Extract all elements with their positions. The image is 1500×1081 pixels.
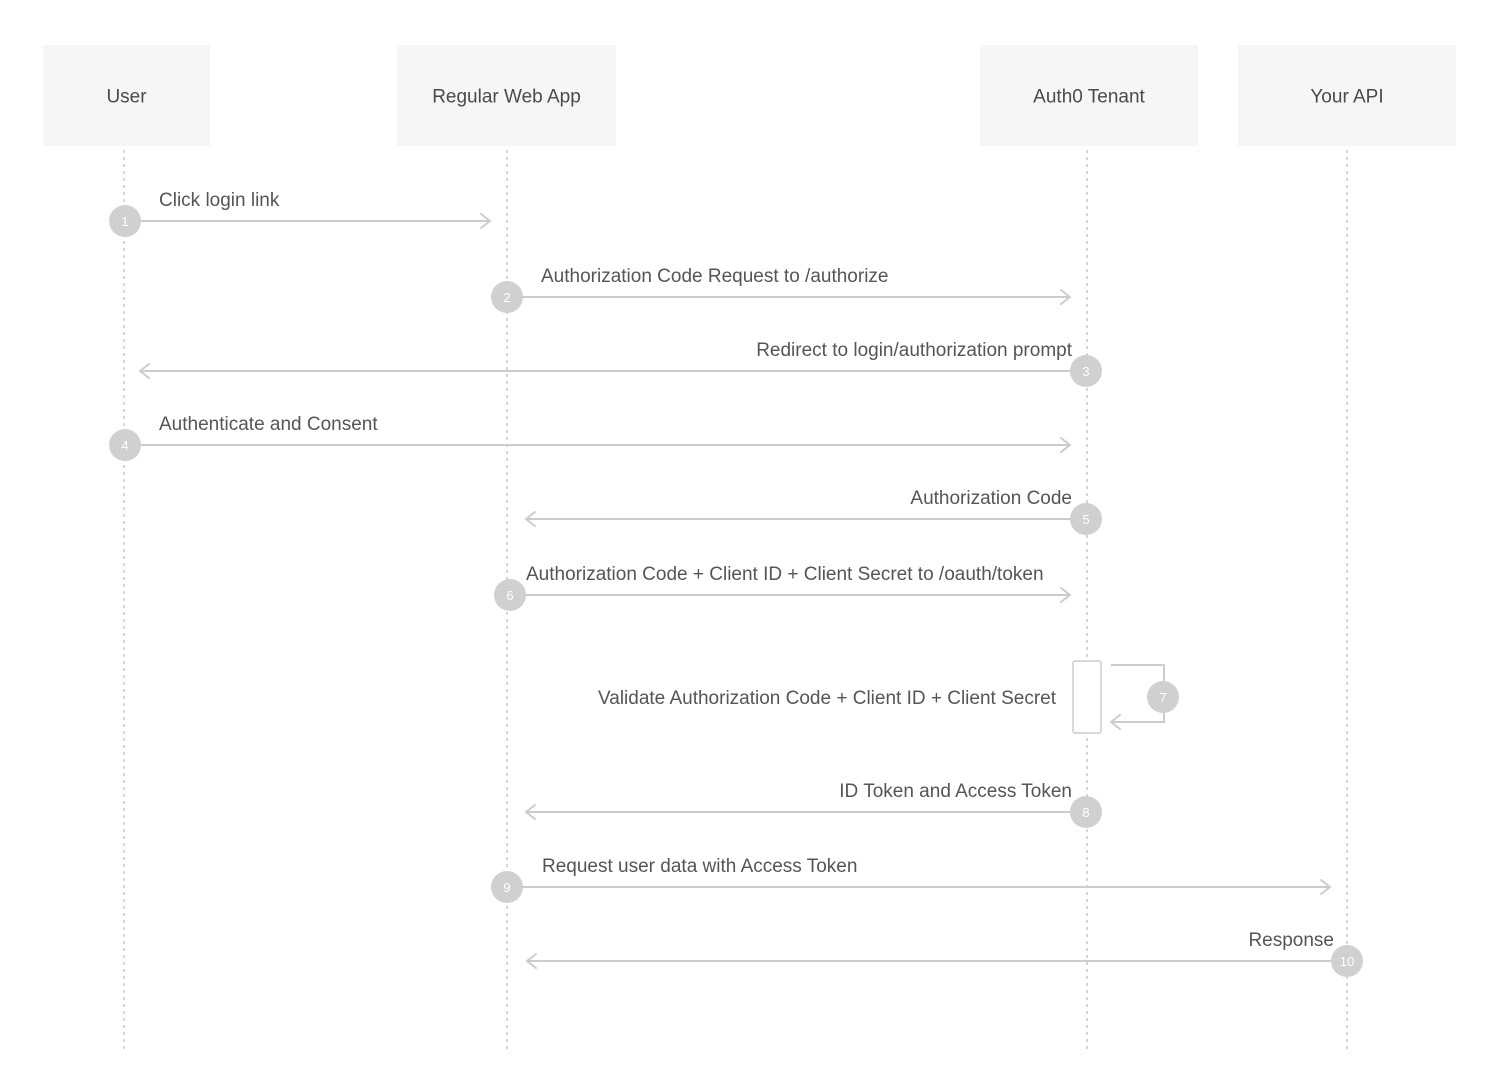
message-label: Authorization Code + Client ID + Client … bbox=[526, 564, 1044, 585]
actors: User Regular Web App Auth0 Tenant Your API bbox=[43, 45, 1456, 146]
step-number: 6 bbox=[506, 588, 513, 603]
message-label: Request user data with Access Token bbox=[542, 856, 857, 877]
step-badge bbox=[491, 281, 523, 313]
actor-label-webapp: Regular Web App bbox=[432, 87, 581, 108]
actor-label-tenant: Auth0 Tenant bbox=[1033, 87, 1145, 108]
step-badge bbox=[1070, 503, 1102, 535]
step-number: 2 bbox=[503, 290, 510, 305]
arrow-head bbox=[525, 804, 536, 820]
step-badge bbox=[1331, 945, 1363, 977]
actor-label-api: Your API bbox=[1310, 87, 1383, 108]
step-number: 1 bbox=[121, 214, 128, 229]
actor-box-tenant bbox=[980, 45, 1198, 146]
arrow-head bbox=[1060, 587, 1071, 603]
arrow-head bbox=[1320, 879, 1331, 895]
arrow-head bbox=[525, 511, 536, 527]
message-3: 3 Redirect to login/authorization prompt bbox=[139, 340, 1102, 387]
message-label: Validate Authorization Code + Client ID … bbox=[598, 688, 1057, 709]
message-8: 8 ID Token and Access Token bbox=[525, 781, 1102, 828]
step-number: 10 bbox=[1340, 954, 1354, 969]
message-10: 10 Response bbox=[526, 930, 1363, 977]
message-label: ID Token and Access Token bbox=[839, 781, 1072, 802]
step-number: 9 bbox=[503, 880, 510, 895]
actor-box-api bbox=[1238, 45, 1456, 146]
arrow-head bbox=[1110, 714, 1121, 730]
message-1: 1 Click login link bbox=[109, 190, 491, 237]
message-label: Authorization Code Request to /authorize bbox=[541, 266, 889, 287]
step-badge bbox=[494, 579, 526, 611]
arrow-head bbox=[1060, 289, 1071, 305]
message-5: 5 Authorization Code bbox=[525, 488, 1102, 535]
message-label: Authorization Code bbox=[910, 488, 1072, 509]
arrow-head bbox=[526, 953, 537, 969]
step-number: 8 bbox=[1082, 805, 1089, 820]
step-badge bbox=[109, 429, 141, 461]
actor-box-user bbox=[43, 45, 210, 146]
message-label: Authenticate and Consent bbox=[159, 414, 378, 435]
activation-box bbox=[1072, 660, 1102, 734]
message-label: Response bbox=[1248, 930, 1334, 951]
step-number: 5 bbox=[1082, 512, 1089, 527]
message-label: Click login link bbox=[159, 190, 280, 211]
actor-label-user: User bbox=[106, 87, 147, 108]
actor-box-webapp bbox=[397, 45, 616, 146]
message-2: 2 Authorization Code Request to /authoriz… bbox=[491, 266, 1071, 313]
step-badge bbox=[1147, 681, 1179, 713]
arrow-head bbox=[139, 363, 150, 379]
step-number: 7 bbox=[1159, 690, 1166, 705]
step-badge bbox=[109, 205, 141, 237]
message-label: Redirect to login/authorization prompt bbox=[756, 340, 1073, 361]
arrow-head bbox=[1060, 437, 1071, 453]
message-4: 4 Authenticate and Consent bbox=[109, 414, 1071, 461]
step-badge bbox=[1070, 355, 1102, 387]
step-number: 3 bbox=[1082, 364, 1089, 379]
step-badge bbox=[1070, 796, 1102, 828]
message-9: 9 Request user data with Access Token bbox=[491, 856, 1331, 903]
arrow-head bbox=[480, 213, 491, 229]
step-badge bbox=[491, 871, 523, 903]
step-number: 4 bbox=[121, 438, 128, 453]
message-6: 6 Authorization Code + Client ID + Client… bbox=[494, 564, 1071, 611]
message-7: 7 Validate Authorization Code + Client ID… bbox=[598, 660, 1179, 734]
